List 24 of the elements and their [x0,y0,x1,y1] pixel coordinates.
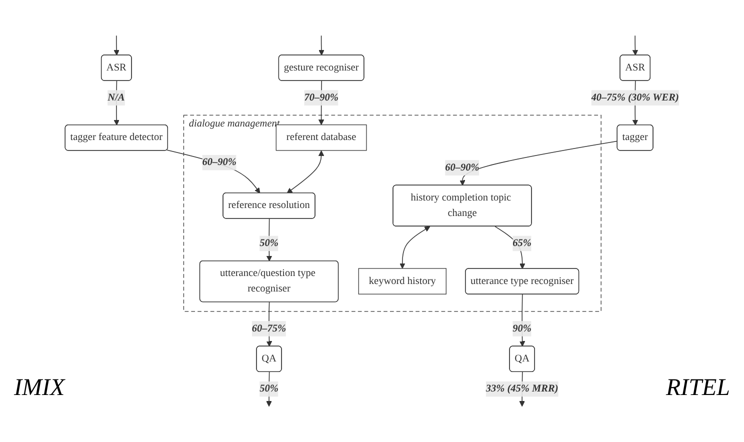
edge-label: 50% [260,238,278,249]
edge-label: 65% [512,238,532,249]
arrow [114,35,120,56]
arrow [114,80,120,126]
arrow [460,140,618,186]
edge-label: 40–75% (30% WER) [591,92,679,103]
edge-label: 70–90% [304,92,338,103]
arrow [632,35,638,56]
system-name-label: IMIX [14,375,65,402]
edge-label: 60–90% [445,162,480,173]
edge-label: 60–90% [202,156,236,168]
edge-label: N/A [108,92,125,103]
arrow [166,150,260,194]
node-box [358,268,446,294]
system-name-label: RITEL [666,375,730,402]
edge-label: 50% [260,383,278,394]
edge-label: 90% [512,322,532,334]
edge-label: 33% (45% MRR) [486,383,558,394]
arrow [400,226,430,269]
arrow [286,150,324,194]
edge-label: 60–75% [252,322,286,334]
cluster [183,114,602,312]
arrow [519,294,526,347]
arrow [318,35,324,56]
